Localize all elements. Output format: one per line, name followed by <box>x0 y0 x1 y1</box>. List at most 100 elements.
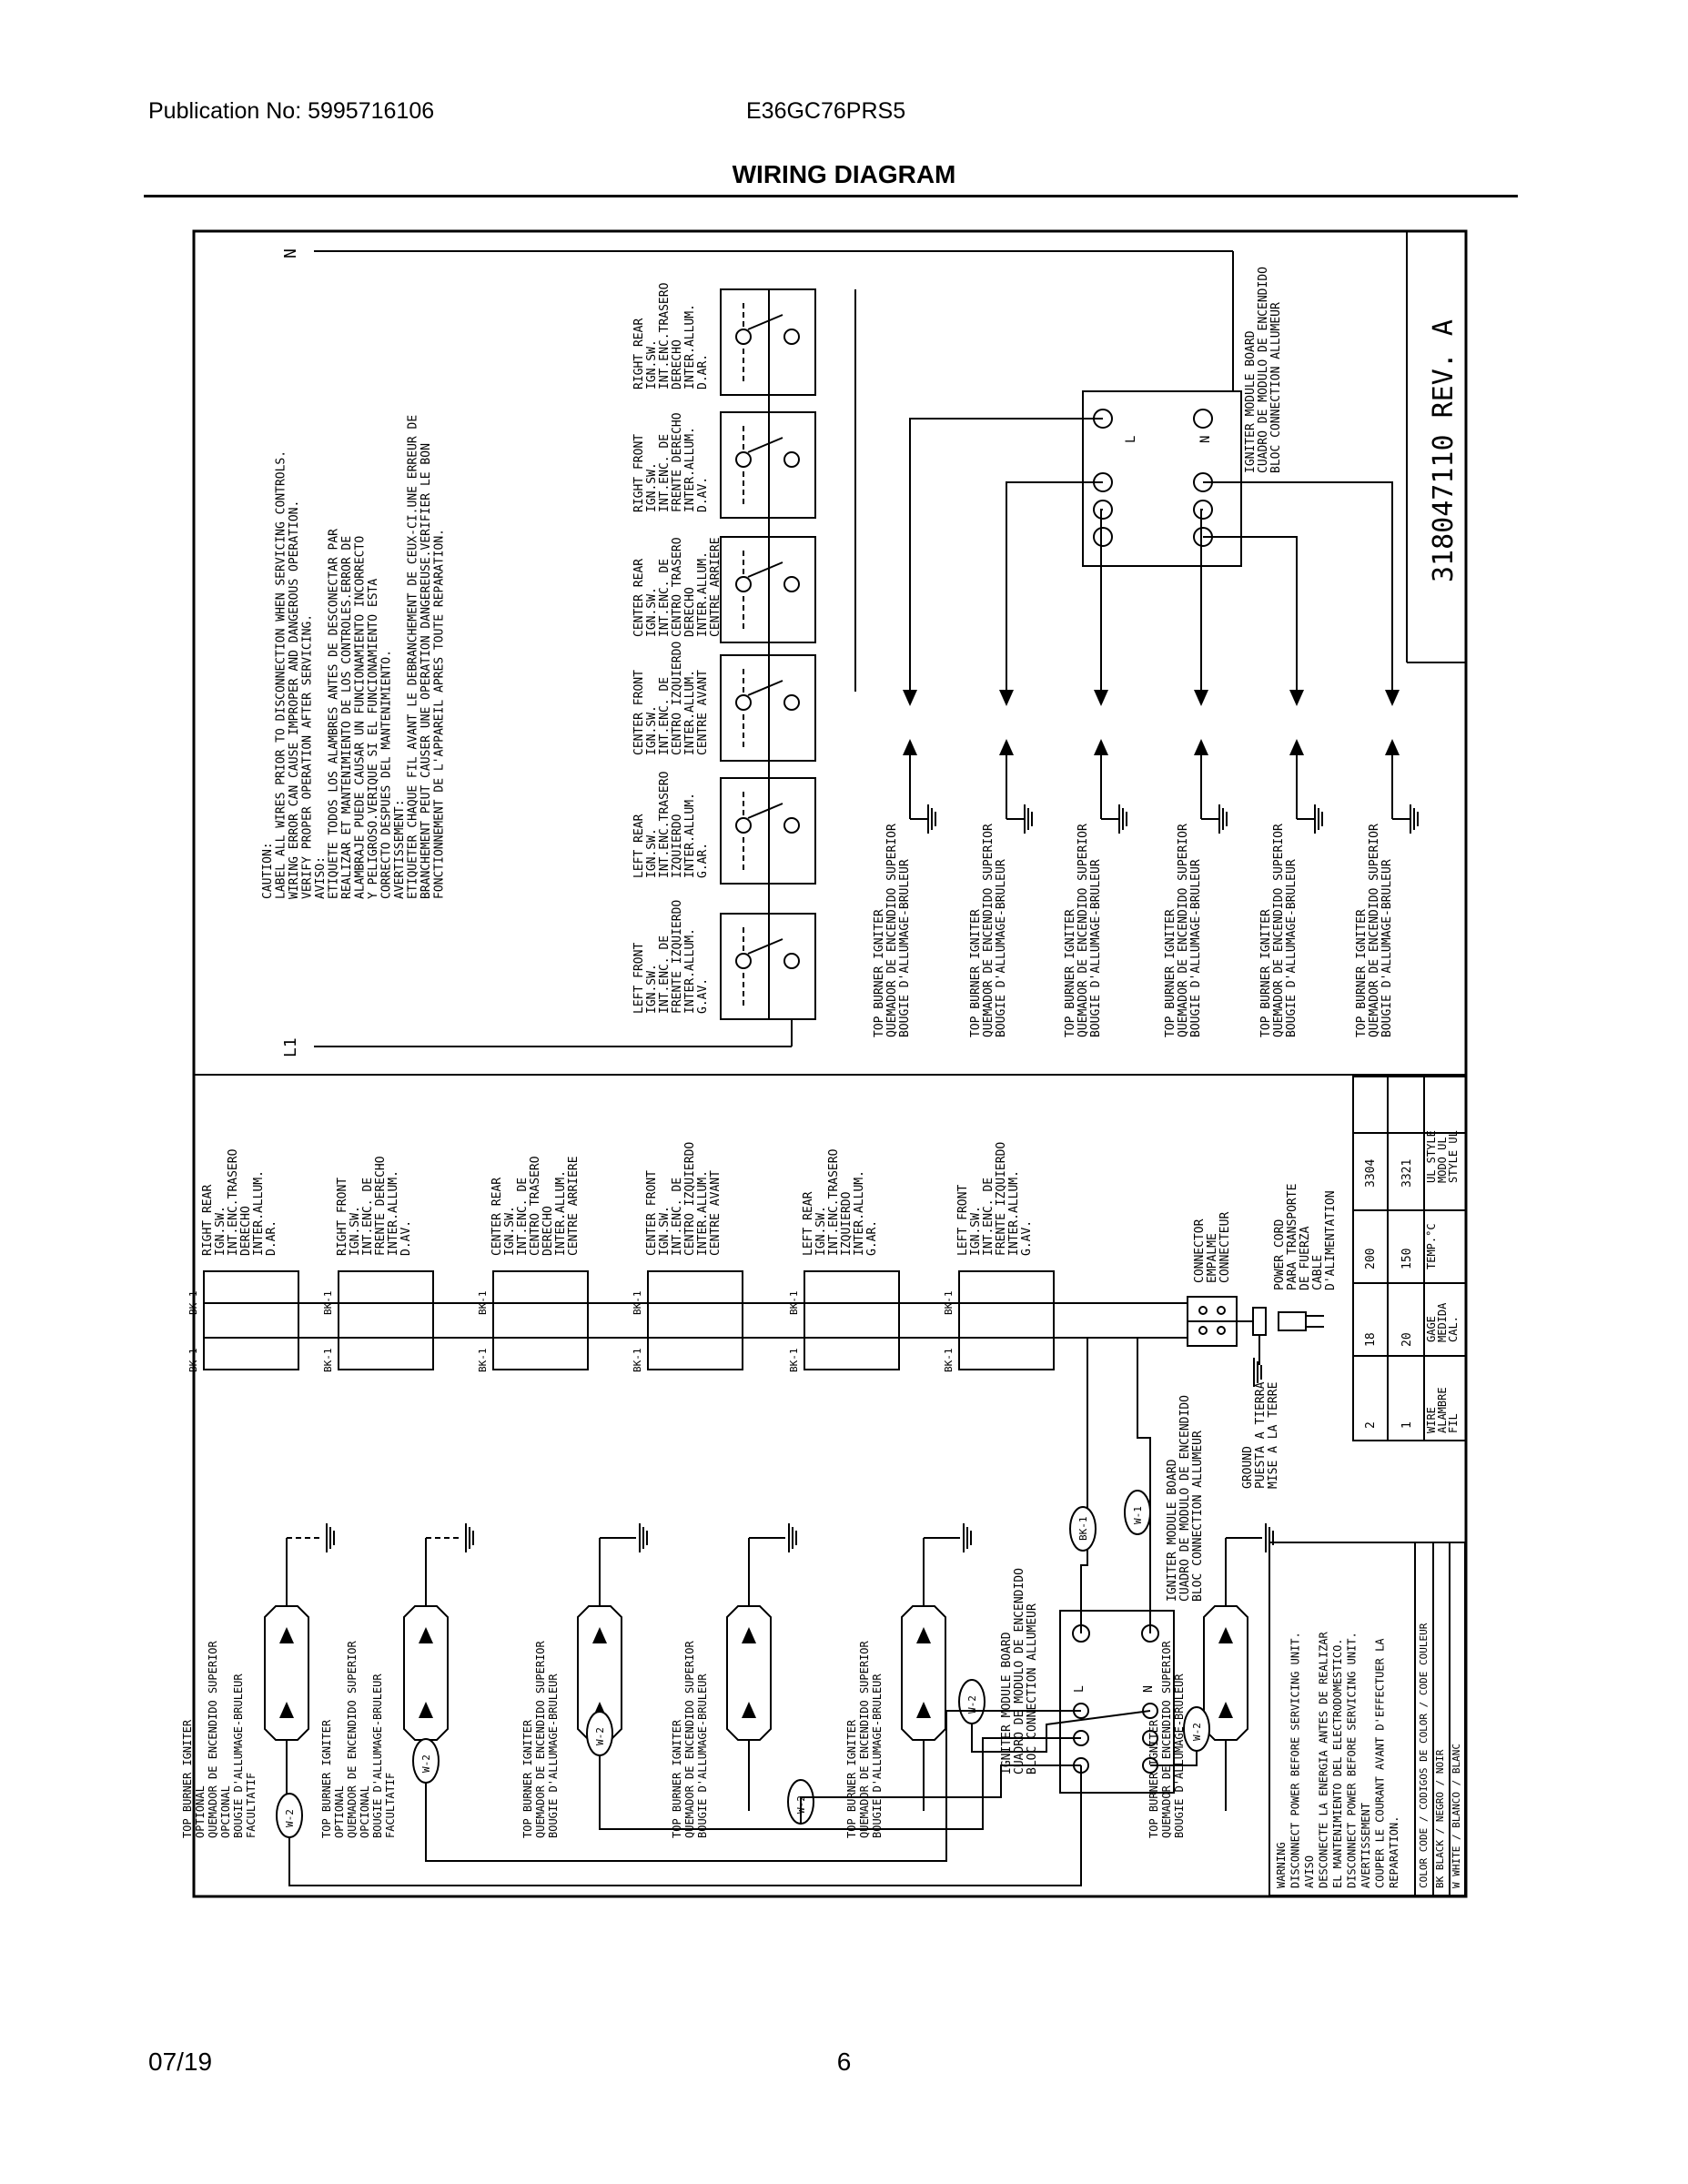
w2-label-3: W-2 <box>594 1727 606 1745</box>
switch-label-6-line: D.AR. <box>696 354 710 389</box>
switch-label-6-line: DERECHO <box>671 339 684 389</box>
module-wire-2 <box>1100 509 1103 692</box>
w1-feed <box>1137 1338 1151 1633</box>
warning-text-line: DESCONECTE LA ENERGIA ANTES DE REALIZAR <box>1318 1631 1330 1888</box>
wire-table-heading-line: ALAMBRE <box>1436 1387 1449 1433</box>
switch-label-1-line: G.AV. <box>696 978 710 1014</box>
w2-label-2: W-2 <box>420 1754 432 1773</box>
power-cord-label-line: POWER CORD <box>1273 1219 1287 1290</box>
switch-label-5-line: INT.ENC. DE <box>658 434 672 512</box>
switch-label-2-line: LEFT REAR <box>632 814 646 878</box>
lower-igniter-label-3-line: TOP BURNER IGNITER <box>521 1719 534 1838</box>
return-wire-2 <box>425 1710 1081 1862</box>
igniter-ground-4 <box>1218 804 1228 834</box>
lower-switch-label-4-line: CENTER FRONT <box>645 1170 659 1256</box>
igniter-ground-3 <box>1118 804 1127 834</box>
igniter-body-5 <box>901 1605 946 1741</box>
warning-text-line: DISCONNECT POWER BEFORE SERVICING UNIT. <box>1289 1632 1302 1888</box>
lower-switch-label-1-line: INT.ENC.TRASERO <box>227 1148 240 1256</box>
caution-text-line: Y PELIGROSO.VERIQUE SI EL FUNCIONAMIENTO… <box>367 579 380 899</box>
switch-label-5-line: FRENTE DERECHO <box>671 412 684 512</box>
module-wire-4 <box>1203 536 1298 692</box>
lower-switch-box-5 <box>804 1270 900 1370</box>
w2-label-5-oval <box>958 1679 986 1724</box>
lower-igniter-label-1-line: FACULTATIF <box>245 1773 258 1838</box>
lower-switch-label-5-line: IZQUIERDO <box>840 1191 854 1256</box>
power-cord-label-line: DE FUERZA <box>1299 1226 1312 1290</box>
caution-text-line: ETIQUETE TODOS LOS ALAMBRES ANTES DE DES… <box>328 529 341 899</box>
lower-igniter-label-4-line: QUEMADOR DE ENCENDIDO SUPERIOR <box>683 1640 696 1838</box>
igniter-tip-up <box>592 1627 607 1643</box>
module-l-label: L <box>1073 1685 1087 1693</box>
wire-table-value: 18 <box>1364 1332 1378 1347</box>
connector-label-line: EMPALME <box>1206 1233 1219 1283</box>
caution-text-line: REALIZAR ET MANTENIMIENTO DE LOS CONTROL… <box>340 536 354 899</box>
wire-table-heading-line: MEDIDA <box>1436 1302 1449 1342</box>
switch-label-4-line: CENTRE ARRIERE <box>709 537 723 637</box>
switch-label-6-line: RIGHT REAR <box>632 318 646 389</box>
module-label-lower-right-line: BLOC CONNECTION ALLUMEUR <box>1191 1431 1205 1602</box>
switch-contact <box>735 576 752 592</box>
lower-switch-label-3-line: CENTRO TRASERO <box>529 1156 542 1256</box>
bk-label-top: BK-1 <box>187 1291 199 1316</box>
igniter-tip-up <box>419 1627 433 1643</box>
switch-contact <box>735 817 752 834</box>
switch-label-1-line: INTER.ALLUM. <box>683 928 697 1014</box>
switch-label-4-line: IGN.SW. <box>645 587 659 637</box>
caution-text-line: LABEL ALL WIRES PRIOR TO DISCONNECTION W… <box>275 450 288 899</box>
switch-label-1-line: IGN.SW. <box>645 964 659 1014</box>
lower-switch-label-6-line: IGN.SW. <box>969 1206 983 1256</box>
bk1-feed <box>1080 1338 1088 1633</box>
lower-igniter-ground-4 <box>788 1523 797 1552</box>
switch-label-4-line: INT.ENC. DE <box>658 559 672 637</box>
module-n-label: N <box>1198 436 1213 443</box>
lower-igniter-label-5-line: QUEMADOR DE ENCENDIDO SUPERIOR <box>858 1640 871 1838</box>
igniter-label-upper-4-line: QUEMADOR DE ENCENDIDO SUPERIOR <box>1177 824 1190 1037</box>
caution-text-line: CAUTION: <box>261 842 275 899</box>
lower-igniter-label-1-line: TOP BURNER IGNITER <box>181 1719 194 1838</box>
module-l-label: L <box>1124 436 1138 443</box>
module-label-lower-right-line: IGNITER MODULE BOARD <box>1166 1459 1179 1602</box>
switch-label-1-line: FRENTE IZQUIERDO <box>671 900 684 1014</box>
switch-label-3-line: IGN.SW. <box>645 705 659 755</box>
module-label-upper-line: BLOC CONNECTION ALLUMEUR <box>1269 302 1283 473</box>
wire-table-value: 1 <box>1400 1421 1414 1429</box>
caution-text-line: BRANCHEMENT PEUT CAUSER UNE OPERATION DA… <box>419 443 433 899</box>
lower-switch-label-6-line: INTER.ALLUM. <box>1007 1170 1021 1256</box>
wire-table-heading-line: GAGE <box>1425 1316 1438 1342</box>
model-number: E36GC76PRS5 <box>746 98 906 124</box>
switch-label-4-line: DERECHO <box>683 587 697 637</box>
module-wire-l <box>909 418 1103 692</box>
lower-igniter-label-3-line: BOUGIE D'ALLUMAGE-BRULEUR <box>547 1673 560 1838</box>
igniter-label-upper-4-line: BOUGIE D'ALLUMAGE-BRULEUR <box>1189 859 1203 1037</box>
switch-blade <box>747 561 783 578</box>
switch-contact <box>735 451 752 468</box>
igniter-input-arrow-4 <box>1194 739 1208 755</box>
lower-switch-label-1-line: IGN.SW. <box>214 1206 227 1256</box>
lower-switch-label-2-line: INT.ENC. DE <box>361 1178 375 1256</box>
igniter-body-6 <box>1203 1605 1248 1741</box>
lower-igniter-label-1-line: BOUGIE D'ALLUMAGE-BRULEUR <box>232 1673 245 1838</box>
module-terminal-n <box>1193 409 1213 429</box>
igniter-output-arrow-6 <box>1385 690 1400 706</box>
lower-switch-box-6 <box>958 1270 1055 1370</box>
lower-switch-box-2 <box>338 1270 434 1370</box>
lower-switch-label-3-line: INT.ENC. DE <box>516 1178 530 1256</box>
wire-table-heading-line: STYLE UL <box>1447 1130 1460 1183</box>
igniter-output-arrow-5 <box>1289 690 1304 706</box>
warning-box <box>1269 1542 1466 1896</box>
igniter-label-upper-3-line: BOUGIE D'ALLUMAGE-BRULEUR <box>1089 859 1103 1037</box>
document-number: 318047110 REV. A <box>1428 319 1460 582</box>
